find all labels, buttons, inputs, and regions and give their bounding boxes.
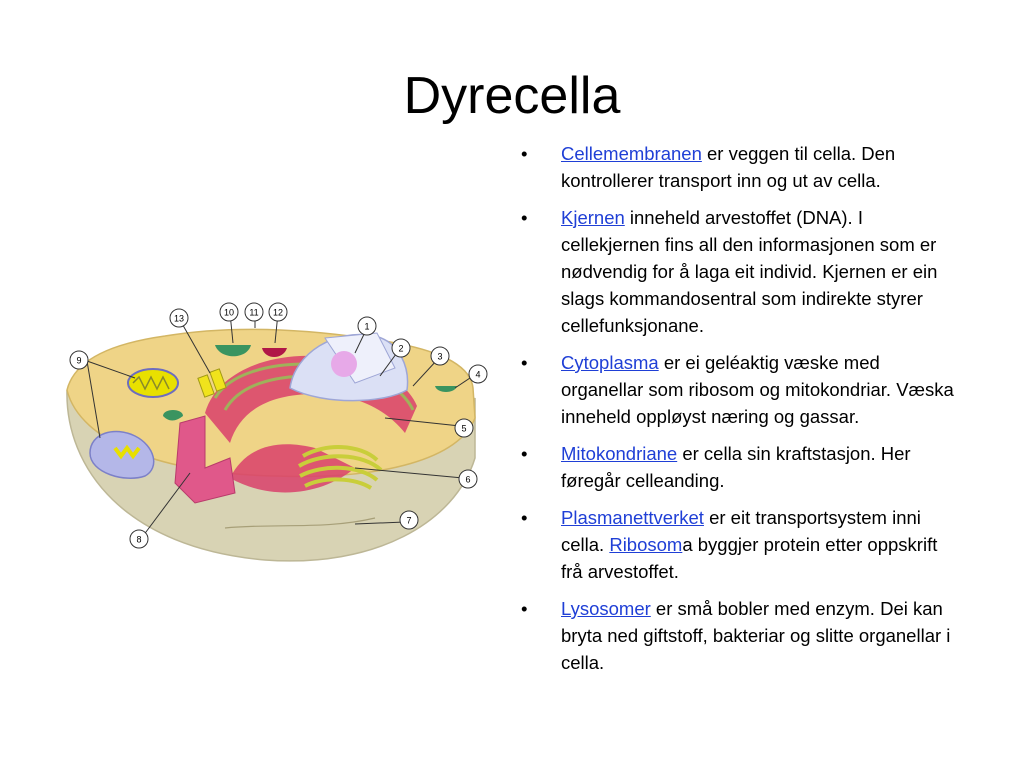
callout-2: 2 [391,338,411,358]
bullet-marker: • [521,507,528,528]
link-lysosomer[interactable]: Lysosomer [561,598,651,619]
bullet-lysosomer: • Lysosomer er små bobler med enzym. Dei … [521,595,961,676]
bullet-text: er veggen til cella. Den kontrollerer tr… [561,143,896,191]
callout-4: 4 [468,364,488,384]
callout-12: 12 [268,302,288,322]
slide-title: Dyrecella [403,67,621,125]
bullet-text: er små bobler med enzym. Dei kan bryta n… [561,598,951,673]
free-ribosome-cup [215,345,251,357]
svg-text:3: 3 [437,352,442,362]
bullet-kjernen: • Kjernen inneheld arvestoffet (DNA). I c… [521,204,961,339]
bullet-marker: • [521,443,528,464]
bullet-marker: • [521,352,528,373]
bullet-plasmanettverket: • Plasmanettverket er eit transportsystem… [521,504,961,585]
svg-text:13: 13 [174,314,184,324]
bullet-cellemembranen: • Cellemembranen er veggen til cella. Den… [521,140,961,194]
callout-13: 13 [169,308,189,328]
link-kjernen[interactable]: Kjernen [561,207,625,228]
bullet-text: er eit transportsystem inni cella. [561,507,921,555]
centriole [197,368,227,398]
bullet-mitokondriane: • Mitokondriane er cella sin kraftstasjon… [521,440,961,494]
svg-text:8: 8 [136,535,141,545]
golgi [297,445,383,490]
svg-text:6: 6 [465,475,470,485]
svg-text:10: 10 [224,308,234,318]
mitochondrion [127,368,179,398]
nucleolus [331,351,357,377]
svg-text:1: 1 [364,322,369,332]
lysosome [163,410,183,421]
bullet-cytoplasma: • Cytoplasma er ei geléaktig væske med or… [521,349,961,430]
link-cytoplasma[interactable]: Cytoplasma [561,352,659,373]
bullet-marker: • [521,598,528,619]
svg-text:5: 5 [461,424,466,434]
callout-3: 3 [430,346,450,366]
callout-7: 7 [399,510,419,530]
svg-text:11: 11 [249,308,258,318]
svg-text:9: 9 [76,356,81,366]
peroxisome [435,386,457,392]
link-mitokondriane[interactable]: Mitokondriane [561,443,678,464]
callout-1: 1 [357,316,377,336]
bullet-marker: • [521,143,528,164]
callout-9: 9 [69,350,89,370]
bullet-text: a byggjer protein etter oppskrift frå ar… [561,534,938,582]
smooth-er [174,415,236,504]
bullet-text: inneheld arvestoffet (DNA). I cellekjern… [561,207,938,336]
bullet-text: er cella sin kraftstasjon. Her føregår c… [561,443,911,491]
callout-5: 5 [454,418,474,438]
link-plasmanettverket[interactable]: Plasmanettverket [561,507,704,528]
callout-11: 11 [244,302,264,322]
bullet-marker: • [521,207,528,228]
callout-8: 8 [129,529,149,549]
callout-6: 6 [458,469,478,489]
link-ribosom[interactable]: Ribosom [609,534,683,555]
svg-text:7: 7 [406,516,411,526]
bullet-list: • Cellemembranen er veggen til cella. Den… [521,140,961,686]
callout-10: 10 [219,302,239,322]
link-cellemembranen[interactable]: Cellemembranen [561,143,702,164]
bullet-text: er ei geléaktig væske med organellar som… [561,352,954,427]
vesicle-cup [262,348,287,357]
svg-text:4: 4 [475,370,480,380]
svg-text:12: 12 [273,308,283,318]
svg-text:2: 2 [398,344,403,354]
